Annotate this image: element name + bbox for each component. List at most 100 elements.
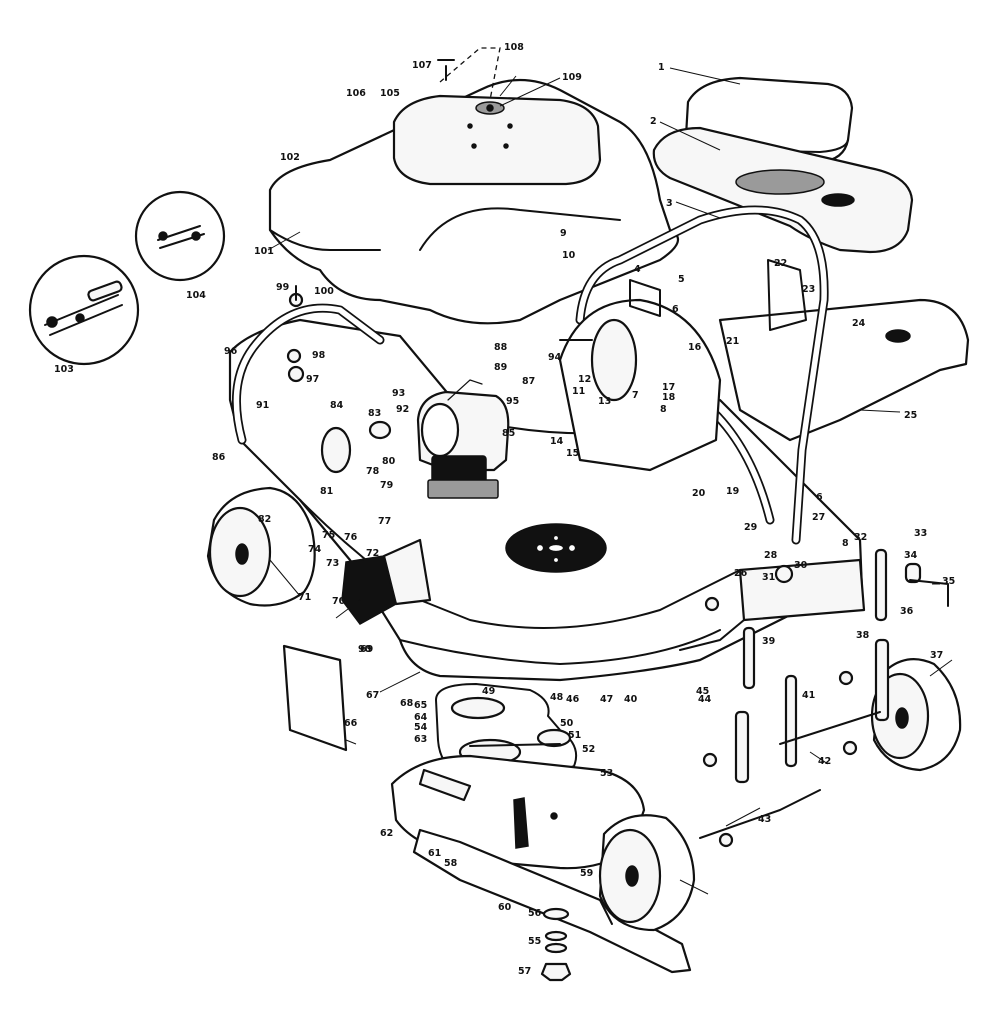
callout-90: 90 — [358, 644, 372, 655]
callout-67: 67 — [366, 690, 379, 701]
cutter-blade — [412, 828, 692, 974]
spindle-stack — [540, 907, 572, 982]
callout-51: 51 — [568, 730, 581, 741]
callout-89: 89 — [494, 362, 507, 373]
callout-97: 97 — [306, 374, 319, 385]
callout-101: 101 — [254, 246, 274, 257]
leader-lines — [267, 67, 953, 895]
detail-circle-104 — [134, 190, 226, 282]
callout-59: 59 — [580, 868, 593, 879]
callout-103: 103 — [54, 364, 74, 375]
callout-16: 16 — [688, 342, 702, 353]
callout-98: 98 — [312, 350, 326, 361]
callout-73: 73 — [326, 558, 339, 569]
grass-chute — [341, 538, 432, 625]
callout-79: 79 — [380, 480, 393, 491]
callout-47: 47 — [600, 694, 613, 705]
callout-99: 99 — [276, 282, 289, 293]
callout-25: 25 — [904, 410, 917, 421]
callout-27: 27 — [812, 512, 825, 523]
callout-45: 45 — [696, 686, 709, 697]
callout-55: 55 — [528, 936, 541, 947]
callout-26: 26 — [734, 568, 748, 579]
fuel-tank-cover — [392, 94, 602, 186]
callout-labels: 1 2 3 4 5 6 6 7 8 8 9 10 11 12 13 14 15 … — [54, 42, 955, 977]
callout-5: 5 — [678, 274, 685, 285]
callout-106: 106 — [346, 88, 366, 99]
callout-71: 71 — [298, 592, 311, 603]
callout-12: 12 — [578, 374, 591, 385]
axle-posts — [699, 548, 949, 839]
callout-82: 82 — [258, 514, 271, 525]
callout-84: 84 — [330, 400, 344, 411]
callout-76: 76 — [344, 532, 358, 543]
blade-housing-disk — [505, 523, 607, 573]
callout-63: 63 — [414, 734, 427, 745]
seat-pan — [652, 126, 914, 254]
callout-6a: 6 — [672, 304, 679, 315]
callout-6b: 6 — [816, 492, 823, 503]
callout-75: 75 — [322, 530, 335, 541]
callout-83: 83 — [368, 408, 381, 419]
callout-40: 40 — [624, 694, 638, 705]
callout-9: 9 — [560, 228, 567, 239]
callout-61: 61 — [428, 848, 441, 859]
callout-22: 22 — [774, 258, 787, 269]
callout-52: 52 — [582, 744, 595, 755]
callout-88: 88 — [494, 342, 508, 353]
callout-68: 68 — [400, 698, 414, 709]
callout-72: 72 — [366, 548, 379, 559]
callout-57: 57 — [518, 966, 531, 977]
fill-cap-leader — [439, 47, 501, 101]
callout-44: 44 — [698, 694, 712, 705]
callout-8a: 8 — [660, 404, 667, 415]
callout-108: 108 — [504, 42, 524, 53]
callout-34: 34 — [904, 550, 918, 561]
callout-7: 7 — [632, 390, 639, 401]
callout-95: 95 — [506, 396, 519, 407]
callout-70: 70 — [332, 596, 346, 607]
callout-78: 78 — [366, 466, 380, 477]
callout-66: 66 — [344, 718, 358, 729]
callout-23: 23 — [802, 284, 815, 295]
callout-80: 80 — [382, 456, 396, 467]
callout-29: 29 — [744, 522, 757, 533]
callout-35: 35 — [942, 576, 955, 587]
callout-30a: 30 — [794, 560, 808, 571]
front-wheel-right — [870, 658, 962, 772]
callout-107: 107 — [412, 60, 432, 71]
callout-65: 65 — [414, 700, 427, 711]
callout-32: 32 — [854, 532, 867, 543]
chute-shield — [282, 644, 348, 752]
engine — [416, 379, 510, 499]
callout-1: 1 — [658, 62, 665, 73]
callout-86: 86 — [212, 452, 226, 463]
callout-4: 4 — [634, 264, 641, 275]
rear-wheel-left — [206, 486, 316, 607]
callout-10: 10 — [562, 250, 576, 261]
callout-91: 91 — [256, 400, 269, 411]
callout-93: 93 — [392, 388, 405, 399]
callout-53: 53 — [600, 768, 613, 779]
callout-56: 56 — [528, 908, 542, 919]
detail-circle-103 — [28, 254, 140, 366]
callout-77: 77 — [378, 516, 391, 527]
callout-109: 109 — [562, 72, 582, 83]
hardware-items — [286, 59, 858, 848]
axle-frame — [679, 558, 866, 651]
callout-49: 49 — [482, 686, 495, 697]
callout-42: 42 — [818, 756, 831, 767]
callout-18: 18 — [662, 392, 676, 403]
callout-11: 11 — [572, 386, 585, 397]
callout-13: 13 — [598, 396, 611, 407]
callout-54: 54 — [414, 722, 428, 733]
callout-14: 14 — [550, 436, 564, 447]
callout-62: 62 — [380, 828, 393, 839]
callout-20: 20 — [692, 488, 706, 499]
callout-39: 39 — [762, 636, 775, 647]
callout-28: 28 — [764, 550, 778, 561]
callout-102: 102 — [280, 152, 300, 163]
callout-104: 104 — [186, 290, 206, 301]
callout-31: 31 — [762, 572, 775, 583]
